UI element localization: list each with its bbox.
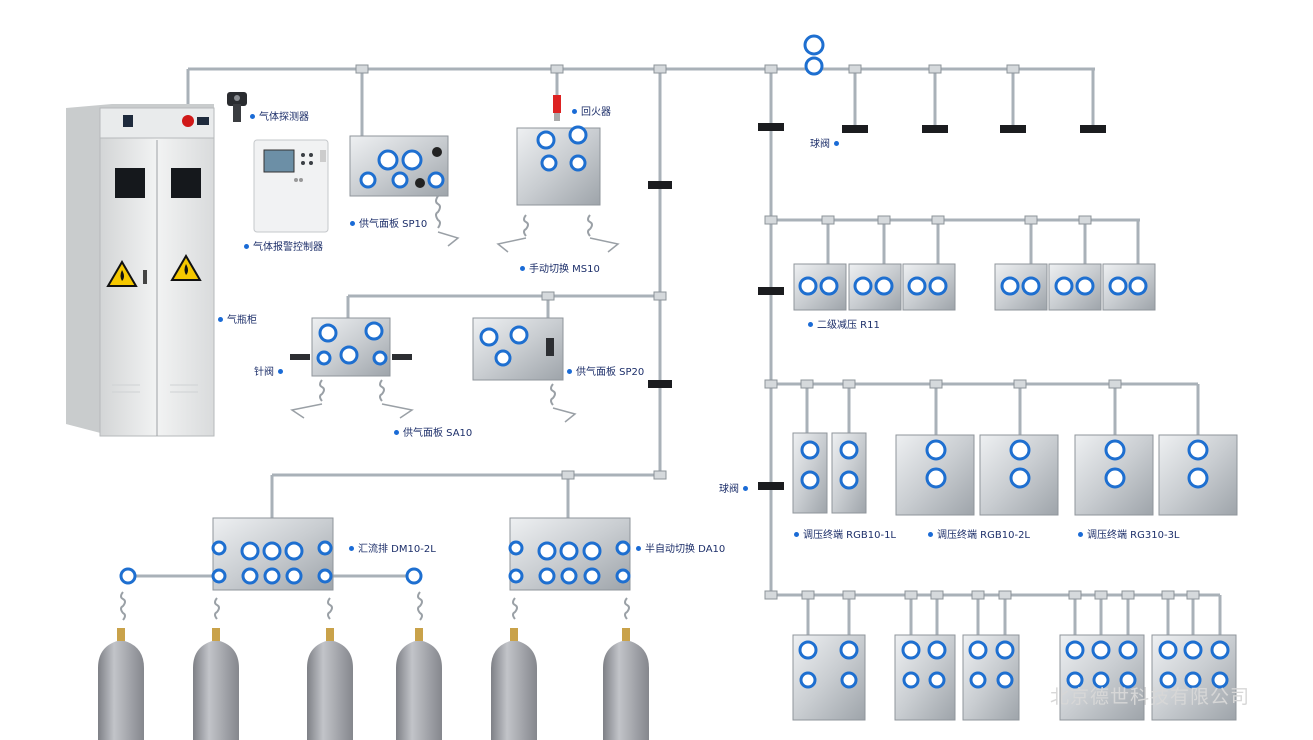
bottom-terminal-groups <box>792 634 1237 721</box>
bullet-dot <box>808 322 813 327</box>
label-manual-switch-ms10: 手动切换 MS10 <box>520 260 600 275</box>
bullet-dot <box>244 244 249 249</box>
label-text: 汇流排 DM10-2L <box>358 544 436 555</box>
pigtails <box>120 591 630 621</box>
bullet-dot <box>350 221 355 226</box>
label-text: 回火器 <box>581 107 611 118</box>
label-text: 供气面板 SP20 <box>576 367 645 378</box>
label-text: 调压终端 RG310-3L <box>1087 530 1180 541</box>
bullet-dot <box>636 546 641 551</box>
semi-auto-switch-da10-device <box>508 517 631 591</box>
gas-cylinders <box>98 628 649 740</box>
company-watermark: 北京德世科技有限公司 <box>1050 686 1251 708</box>
label-text: 调压终端 RGB10-2L <box>937 530 1031 541</box>
label-text: 气瓶柜 <box>227 315 257 326</box>
label-text: 球阀 <box>719 484 739 495</box>
label-terminal-rgb10-3l: 调压终端 RG310-3L <box>1078 526 1180 541</box>
manual-switch-ms10-device <box>496 125 620 253</box>
label-supply-panel-sa10: 供气面板 SA10 <box>394 424 472 439</box>
label-text: 手动切换 MS10 <box>529 264 600 275</box>
line-regulator-top <box>803 34 825 76</box>
label-text: 二级减压 R11 <box>817 320 880 331</box>
label-needle-valve: 针阀 <box>254 363 283 378</box>
label-text: 调压终端 RGB10-1L <box>803 530 897 541</box>
label-terminal-rgb10-1l: 调压终端 RGB10-1L <box>794 526 896 541</box>
flashback-arrestor-device <box>553 95 561 121</box>
gas-alarm-controller-device <box>253 139 329 233</box>
bullet-dot <box>394 430 399 435</box>
bullet-dot <box>278 369 283 374</box>
bullet-dot <box>520 266 525 271</box>
label-ball-valve-mid: 球阀 <box>719 480 748 495</box>
gas-cylinder-cabinet <box>66 104 215 437</box>
bullet-dot <box>567 369 572 374</box>
label-secondary-regulator-r11: 二级减压 R11 <box>808 316 880 331</box>
secondary-regulators-r11 <box>793 263 1156 311</box>
bullet-dot <box>794 532 799 537</box>
label-terminal-rgb10-2l: 调压终端 RGB10-2L <box>928 526 1030 541</box>
label-semi-auto-da10: 半自动切换 DA10 <box>636 540 725 555</box>
bullet-dot <box>572 109 577 114</box>
supply-panel-sp20-device <box>472 317 577 423</box>
label-text: 供气面板 SP10 <box>359 219 428 230</box>
label-text: 供气面板 SA10 <box>403 428 473 439</box>
bullet-dot <box>250 114 255 119</box>
label-text: 半自动切换 DA10 <box>645 544 726 555</box>
supply-panel-sp10-device <box>349 135 460 247</box>
supply-panel-sa10-device <box>290 317 414 419</box>
bullet-dot <box>218 317 223 322</box>
bullet-dot <box>928 532 933 537</box>
bullet-dot <box>834 141 839 146</box>
rgb-terminals <box>792 432 1238 516</box>
label-text: 球阀 <box>810 139 830 150</box>
bullet-dot <box>349 546 354 551</box>
bullet-dot <box>1078 532 1083 537</box>
label-text: 气体探测器 <box>259 112 309 123</box>
label-gas-cabinet: 气瓶柜 <box>218 311 257 326</box>
label-text: 针阀 <box>254 367 274 378</box>
label-flashback-arrestor: 回火器 <box>572 103 611 118</box>
manifold-dm10-2l-device <box>119 517 423 591</box>
gas-detector-device <box>227 92 247 122</box>
pipe-tees <box>355 64 1200 600</box>
label-supply-panel-sp10: 供气面板 SP10 <box>350 215 427 230</box>
bullet-dot <box>743 486 748 491</box>
label-manifold-dm10-2l: 汇流排 DM10-2L <box>349 540 436 555</box>
label-text: 气体报警控制器 <box>253 242 323 253</box>
label-supply-panel-sp20: 供气面板 SP20 <box>567 363 644 378</box>
label-gas-alarm-controller: 气体报警控制器 <box>244 238 323 253</box>
label-gas-detector: 气体探测器 <box>250 108 309 123</box>
label-ball-valve-top: 球阀 <box>810 135 839 150</box>
